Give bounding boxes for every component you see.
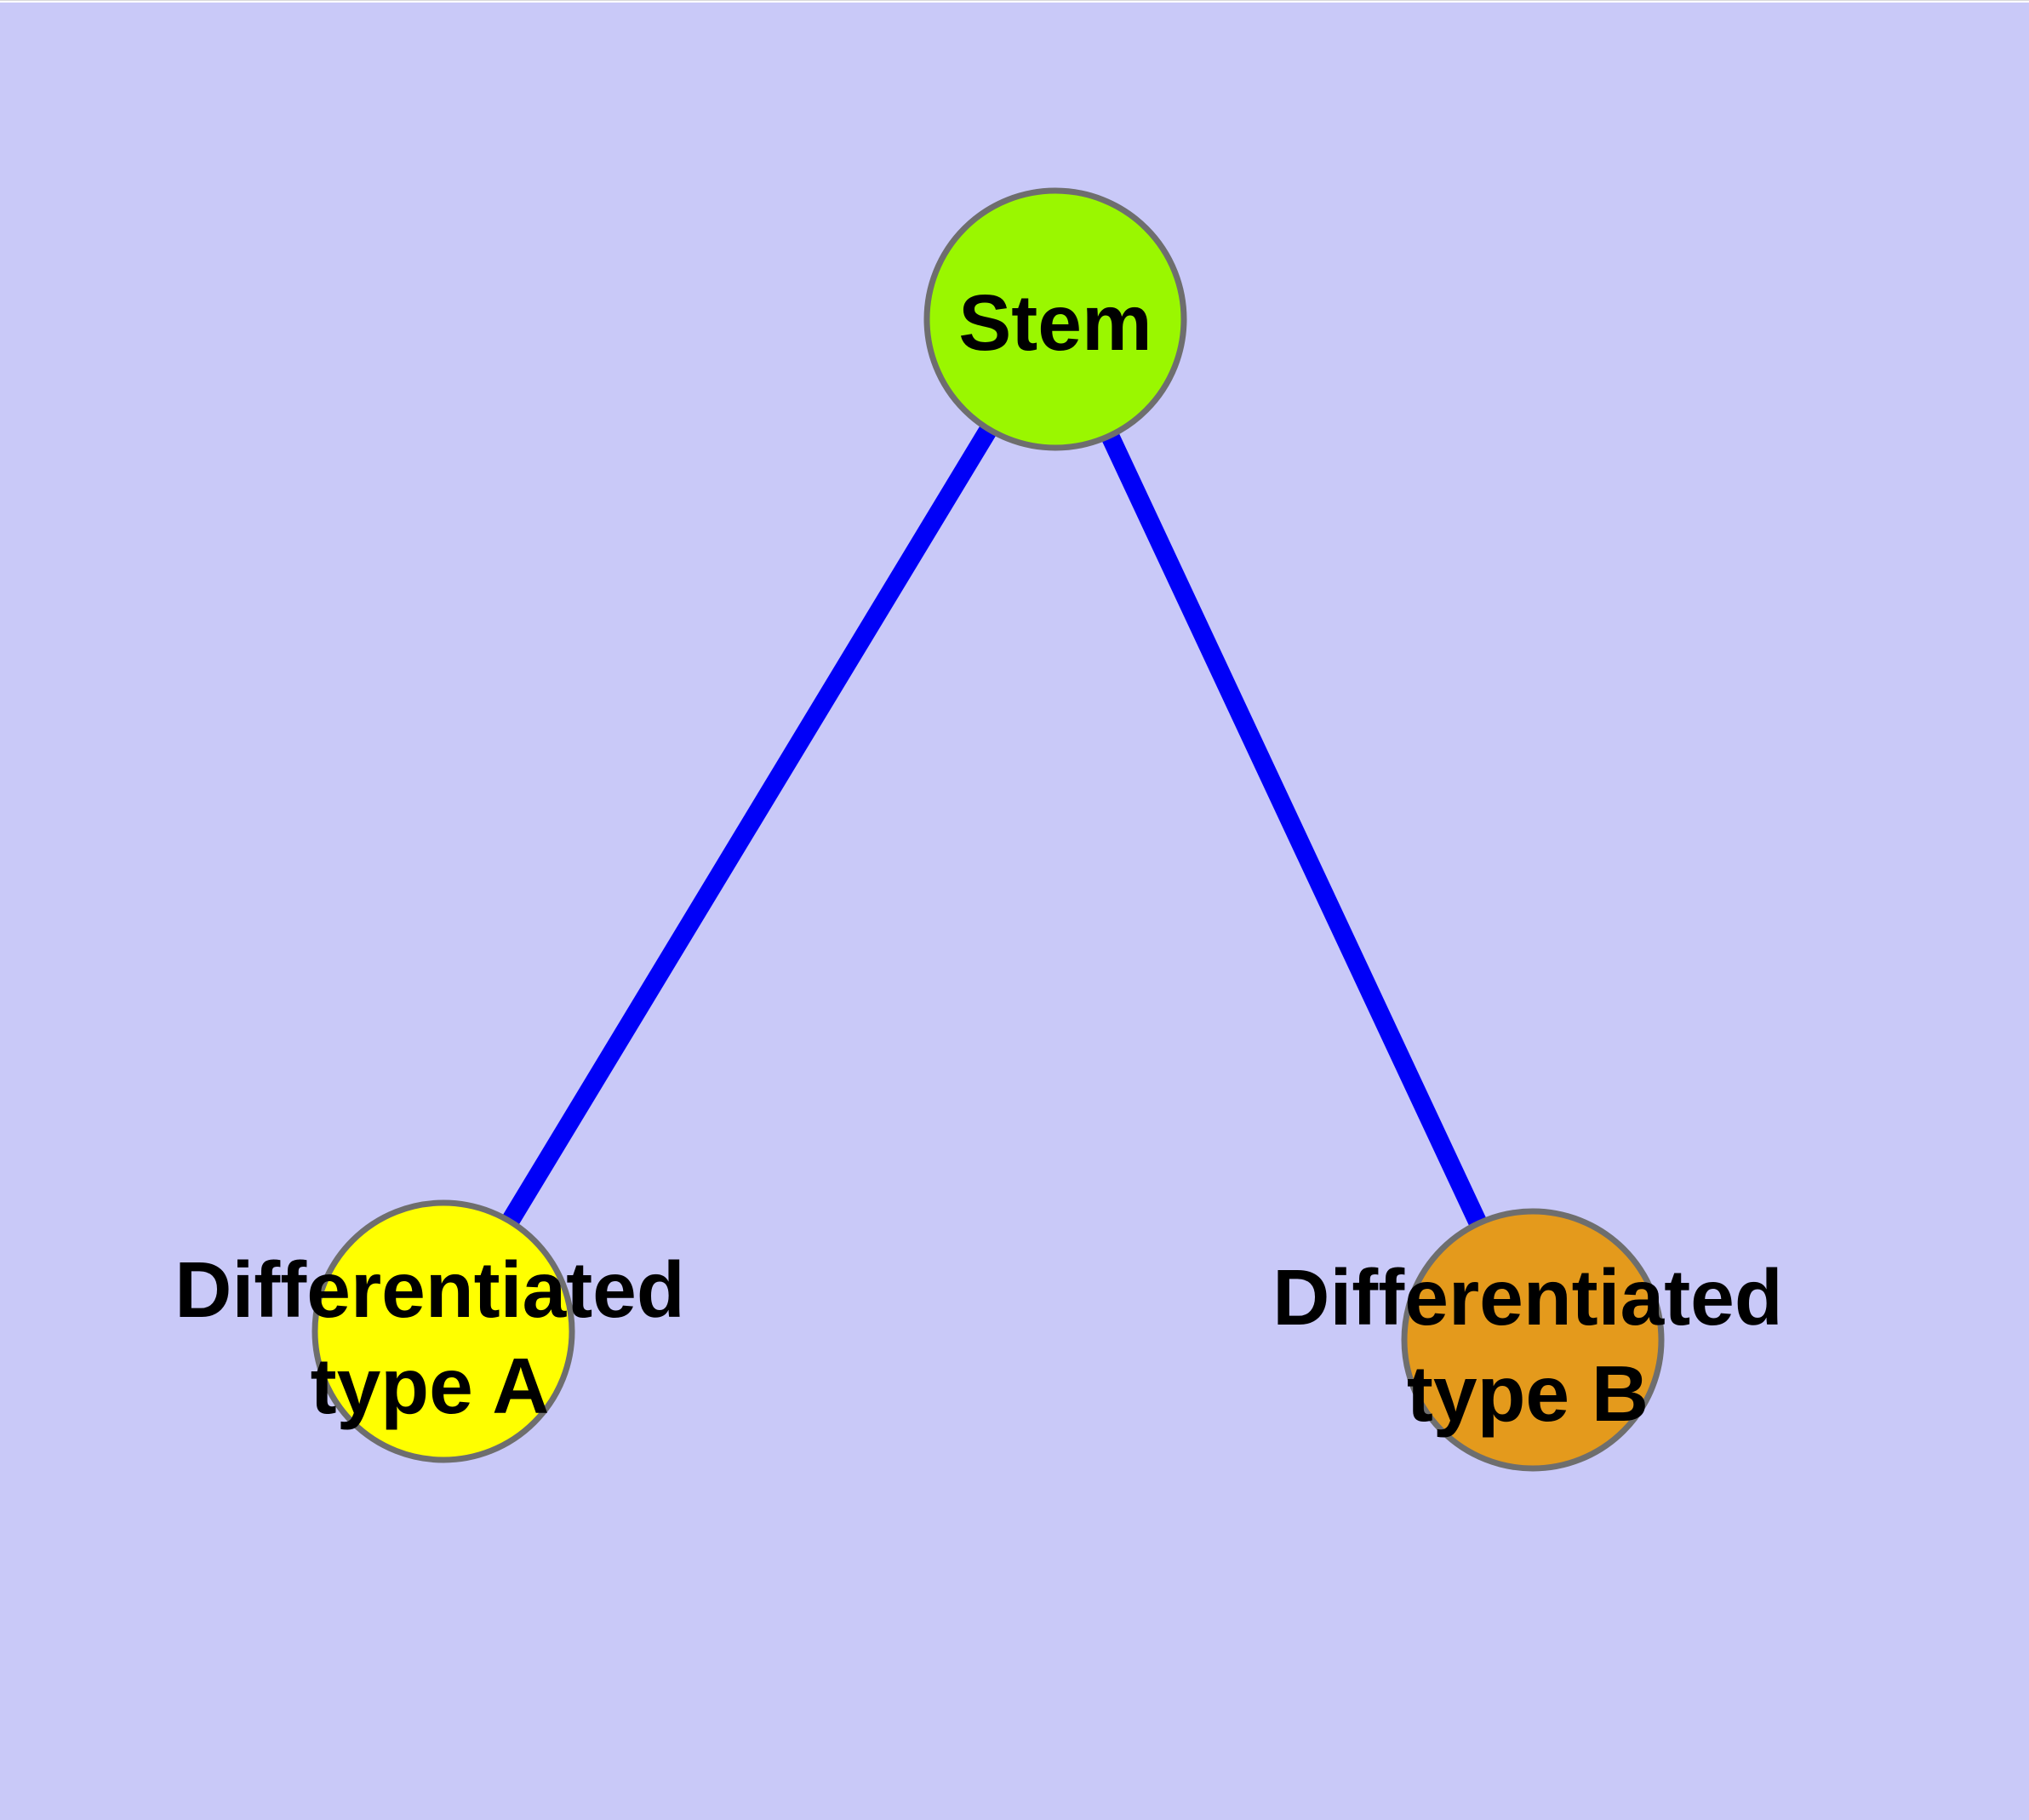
edge-stem-to-type-b: [1047, 315, 1541, 1344]
node-type-a-label-line2: type A: [311, 1342, 550, 1430]
node-differentiated-type-a: [311, 1199, 575, 1463]
top-edge-hairline: [0, 0, 2029, 1]
node-type-a-label-line1: Differentiated: [174, 1245, 684, 1334]
node-stem-label: Stem: [958, 278, 1152, 367]
node-type-b-label-line2: type B: [1407, 1349, 1649, 1438]
node-type-b-label-line1: Differentiated: [1272, 1253, 1782, 1342]
edge-stem-to-type-a: [435, 314, 1064, 1336]
node-differentiated-type-b: [1401, 1208, 1665, 1472]
top-white-strip: [0, 1, 2029, 3]
node-stem: [923, 187, 1187, 451]
